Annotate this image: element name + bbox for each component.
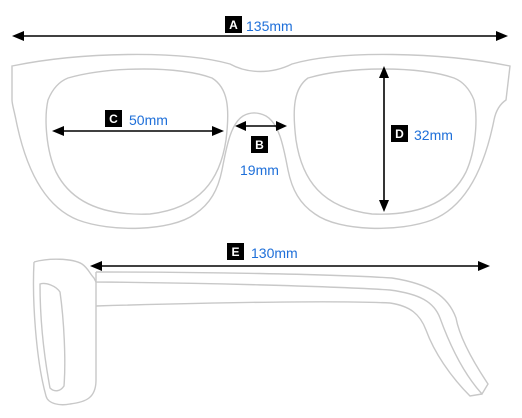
- badge-D-letter: D: [395, 127, 404, 141]
- badge-D: [391, 125, 408, 142]
- value-B: 19mm: [240, 162, 279, 178]
- label-E: E 130mm: [227, 243, 298, 261]
- badge-E-letter: E: [231, 245, 239, 259]
- front-view: [11, 53, 511, 230]
- label-A: A 135mm: [225, 16, 293, 34]
- badge-C-letter: C: [109, 112, 118, 126]
- right-lens-outline: [293, 68, 477, 215]
- arrow-C: [52, 126, 224, 136]
- arrow-E: [90, 261, 490, 271]
- arrow-B: [235, 121, 287, 131]
- temple-outline: [33, 258, 489, 396]
- label-B: B 19mm: [240, 136, 279, 178]
- arrow-D: [379, 66, 389, 212]
- arrow-A: [12, 31, 508, 41]
- value-A: 135mm: [246, 18, 293, 34]
- left-lens-outline: [45, 68, 229, 215]
- badge-B-letter: B: [255, 138, 264, 152]
- badge-C: [105, 110, 122, 127]
- badge-B: [251, 136, 268, 153]
- value-C: 50mm: [129, 112, 168, 128]
- front-rim-side-outline: [32, 261, 97, 406]
- value-E: 130mm: [251, 245, 298, 261]
- front-rim-side-inner: [39, 282, 66, 392]
- dimension-arrows: [12, 31, 508, 271]
- badge-A-letter: A: [229, 18, 238, 32]
- temple-lower-edge: [95, 301, 483, 397]
- label-C: C 50mm: [105, 110, 168, 128]
- badge-A: [225, 16, 242, 33]
- front-frame-outline: [11, 53, 511, 230]
- side-view: [32, 258, 489, 406]
- badge-E: [227, 243, 244, 260]
- label-D: D 32mm: [391, 125, 453, 143]
- value-D: 32mm: [414, 127, 453, 143]
